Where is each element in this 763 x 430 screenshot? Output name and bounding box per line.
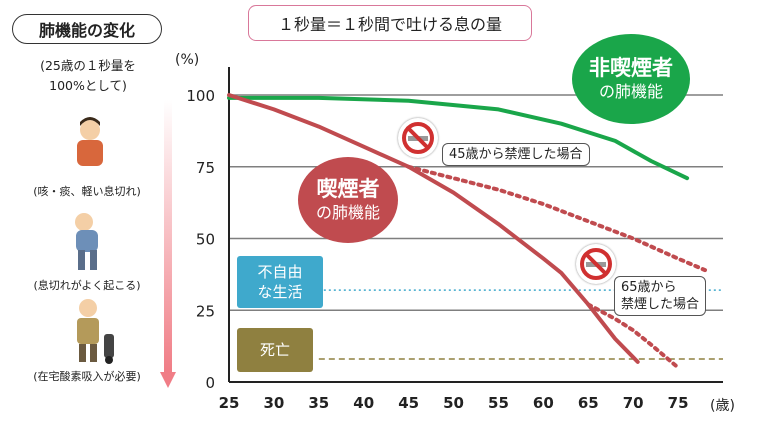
symptom-severe: (在宅酸素吸入が必要) — [33, 370, 141, 383]
series-line-1 — [227, 93, 640, 364]
x-tick-label: 70 — [623, 394, 644, 412]
smoker-label-1: 喫煙者 — [316, 177, 380, 201]
symptom-mild: (咳・痰、軽い息切れ) — [33, 185, 141, 198]
disability-line-1: 不自由 — [257, 263, 303, 281]
series-line-3 — [586, 302, 681, 370]
x-tick-label: 25 — [219, 394, 240, 412]
x-tick-label: 55 — [488, 394, 509, 412]
y-tick-label: 0 — [205, 374, 215, 392]
quit-65-line-2: 禁煙した場合 — [621, 297, 700, 312]
y-tick-label: 75 — [196, 159, 215, 177]
series-line-2 — [406, 164, 707, 273]
elderly-oxygen-icon — [77, 299, 114, 364]
nonsmoker-label-2: の肺機能 — [598, 82, 663, 101]
quit-65-line-1: 65歳から — [621, 280, 677, 295]
note-line-2: 100%として) — [49, 78, 127, 93]
x-tick-label: 75 — [668, 394, 689, 412]
smoker-bubble: 喫煙者 の肺機能 — [298, 157, 398, 243]
severity-arrow-head — [160, 372, 176, 388]
y-tick-label: 100 — [186, 87, 215, 105]
breathless-person-icon — [75, 213, 98, 270]
nonsmoker-bubble: 非喫煙者 の肺機能 — [572, 34, 690, 124]
x-tick-label: 60 — [533, 394, 554, 412]
severity-arrow-shaft — [164, 100, 172, 372]
caption-box: １秒量＝１秒間で吐ける息の量 — [248, 5, 532, 41]
series-line-0 — [227, 95, 690, 181]
x-tick-label: 40 — [353, 394, 374, 412]
symptom-moderate: (息切れがよく起こる) — [33, 279, 141, 292]
disability-zone-label: 不自由 な生活 — [237, 256, 323, 308]
quit-65-callout: 65歳から 禁煙した場合 — [614, 276, 707, 316]
baseline-note: (25歳の１秒量を 100%として) — [8, 56, 168, 96]
x-axis-label: (歳) — [710, 398, 735, 414]
x-tick-label: 50 — [443, 394, 464, 412]
coughing-person-icon — [77, 117, 103, 166]
disability-line-2: な生活 — [257, 283, 303, 301]
y-tick-label: 25 — [196, 302, 215, 320]
quit-45-callout: 45歳から禁煙した場合 — [442, 143, 590, 166]
no-smoking-icon — [398, 118, 438, 158]
x-tick-label: 65 — [578, 394, 599, 412]
x-tick-label: 30 — [263, 394, 284, 412]
y-tick-label: 50 — [196, 231, 215, 249]
x-tick-label: 35 — [308, 394, 329, 412]
no-smoking-icon — [576, 244, 616, 284]
note-line-1: (25歳の１秒量を — [40, 58, 136, 73]
nonsmoker-label-1: 非喫煙者 — [589, 56, 673, 80]
smoker-label-2: の肺機能 — [315, 203, 380, 222]
y-axis-label: (%) — [175, 52, 200, 68]
death-zone-label: 死亡 — [237, 328, 313, 372]
panel-title: 肺機能の変化 — [12, 14, 162, 44]
x-tick-label: 45 — [398, 394, 419, 412]
